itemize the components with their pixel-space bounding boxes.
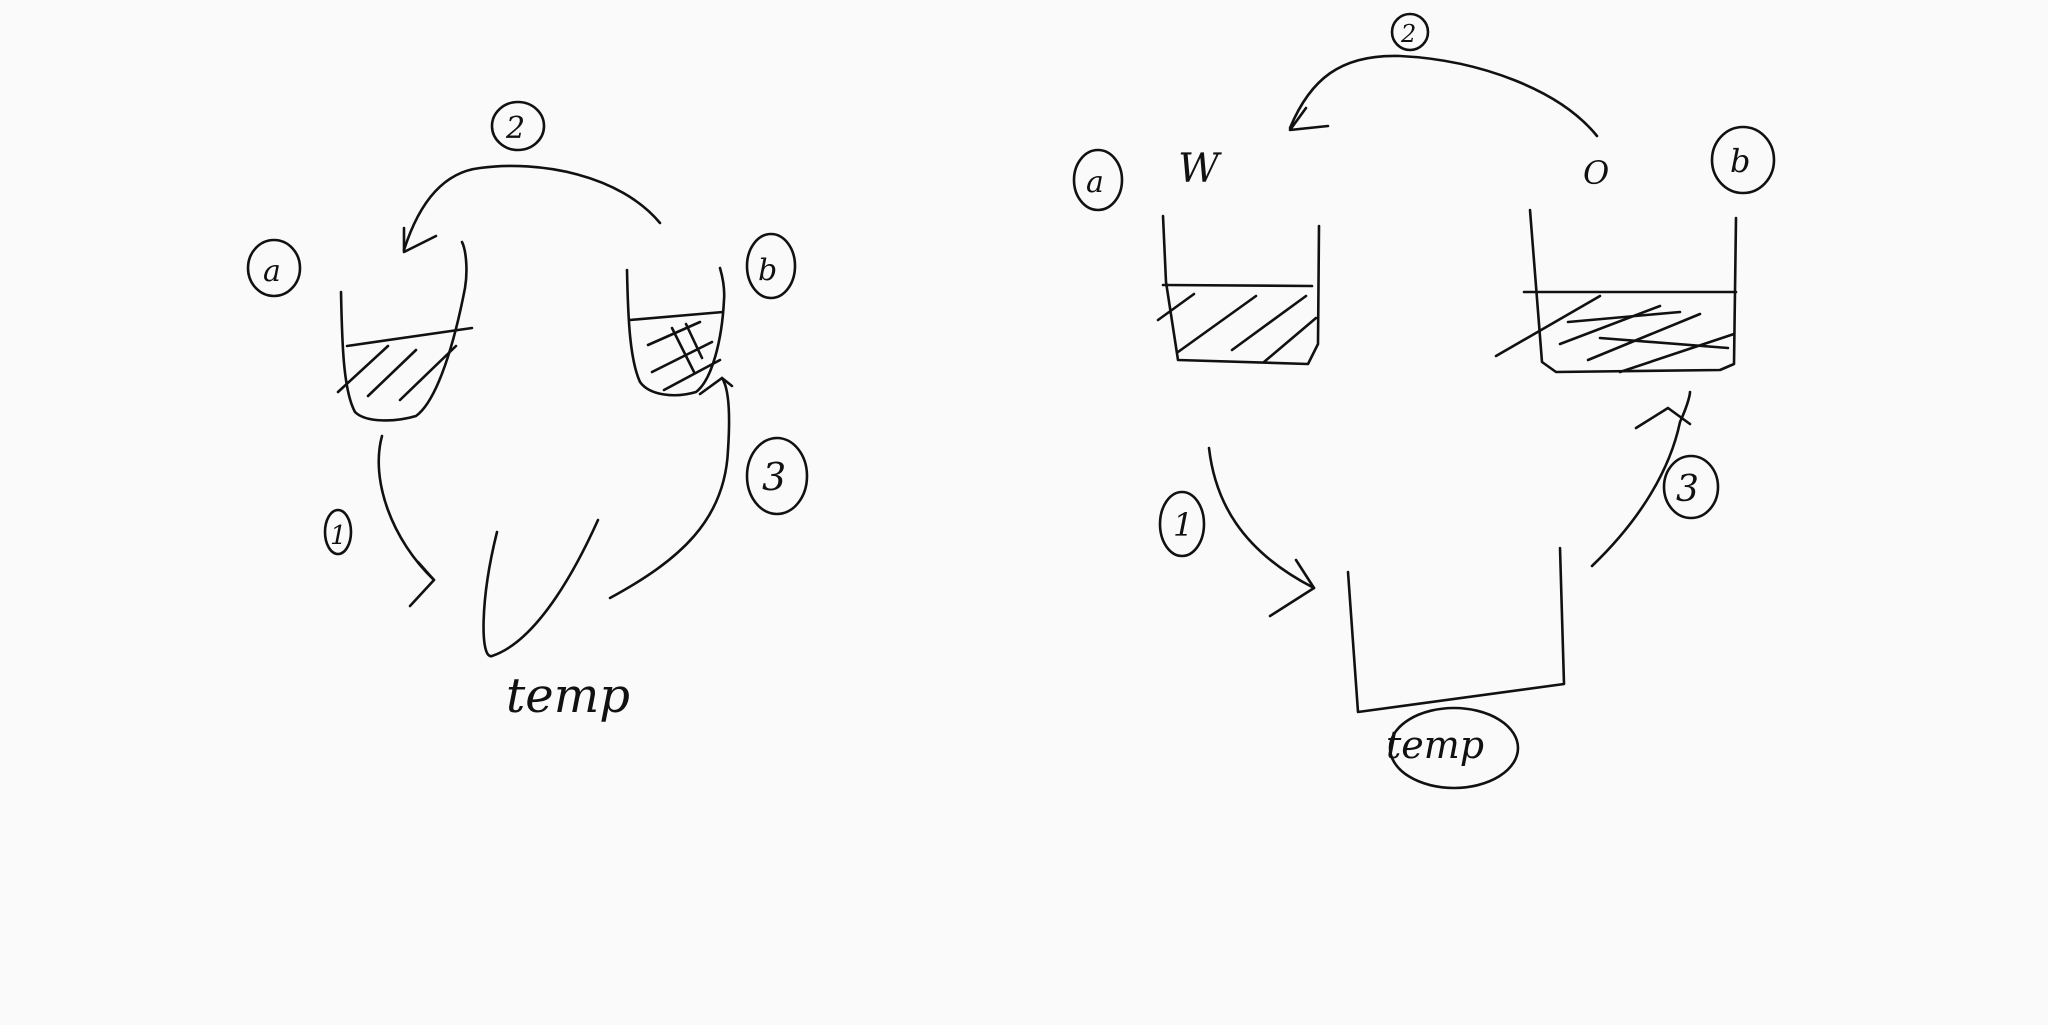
right-content-a: W xyxy=(1178,146,1222,192)
svg-text:2: 2 xyxy=(1400,20,1416,48)
right-step-2-arrow xyxy=(1288,54,1599,138)
left-step-2-label: 2 xyxy=(490,100,546,152)
left-temp-container xyxy=(482,518,600,658)
left-container-b xyxy=(625,266,726,397)
left-swap-diagram: a b 2 temp xyxy=(246,100,809,724)
right-step-3-arrowhead xyxy=(1634,406,1692,430)
right-container-a-fill-line xyxy=(1161,283,1314,288)
svg-text:1: 1 xyxy=(330,521,347,551)
right-container-a xyxy=(1156,214,1321,366)
right-container-b xyxy=(1494,208,1738,374)
left-label-a: a xyxy=(246,238,302,298)
left-step-2-arrow xyxy=(402,164,662,254)
right-step-1-arrow xyxy=(1207,446,1316,618)
right-step-3-arrow xyxy=(1590,390,1692,568)
svg-text:b: b xyxy=(1730,142,1750,180)
right-temp-container xyxy=(1346,546,1566,714)
right-temp-label: temp xyxy=(1386,706,1520,790)
right-content-b: O xyxy=(1583,154,1609,192)
left-step-3-arrowhead xyxy=(698,376,734,396)
left-step-1-label: 1 xyxy=(323,508,353,556)
svg-text:a: a xyxy=(263,254,281,289)
svg-text:b: b xyxy=(758,253,777,288)
left-container-a xyxy=(336,240,474,422)
left-step-1-arrowhead xyxy=(408,560,436,608)
left-step-1-arrow xyxy=(377,434,436,608)
right-step-2-arrowhead xyxy=(1288,106,1330,132)
svg-text:3: 3 xyxy=(1676,469,1699,510)
right-step-2-label: 2 xyxy=(1390,12,1430,52)
left-container-b-fill-line xyxy=(628,310,725,322)
right-swap-diagram: a W b O 2 xyxy=(1072,12,1776,790)
left-step-3-arrow xyxy=(608,376,734,600)
left-temp-label: temp xyxy=(506,668,630,724)
svg-text:a: a xyxy=(1086,165,1104,200)
right-step-1-arrowhead xyxy=(1268,558,1316,618)
svg-text:1: 1 xyxy=(1173,506,1193,544)
left-step-3-label: 3 xyxy=(745,436,809,516)
left-container-a-fill-line xyxy=(345,326,474,348)
right-step-1-label: 1 xyxy=(1158,490,1206,558)
right-step-3-label: 3 xyxy=(1662,454,1720,520)
right-label-a: a xyxy=(1072,148,1124,212)
left-step-2-arrowhead xyxy=(402,226,438,254)
svg-text:temp: temp xyxy=(1386,723,1484,767)
svg-text:2: 2 xyxy=(505,111,525,146)
left-label-b: b xyxy=(745,232,797,300)
svg-text:3: 3 xyxy=(762,455,786,499)
right-label-b: b xyxy=(1710,125,1776,195)
